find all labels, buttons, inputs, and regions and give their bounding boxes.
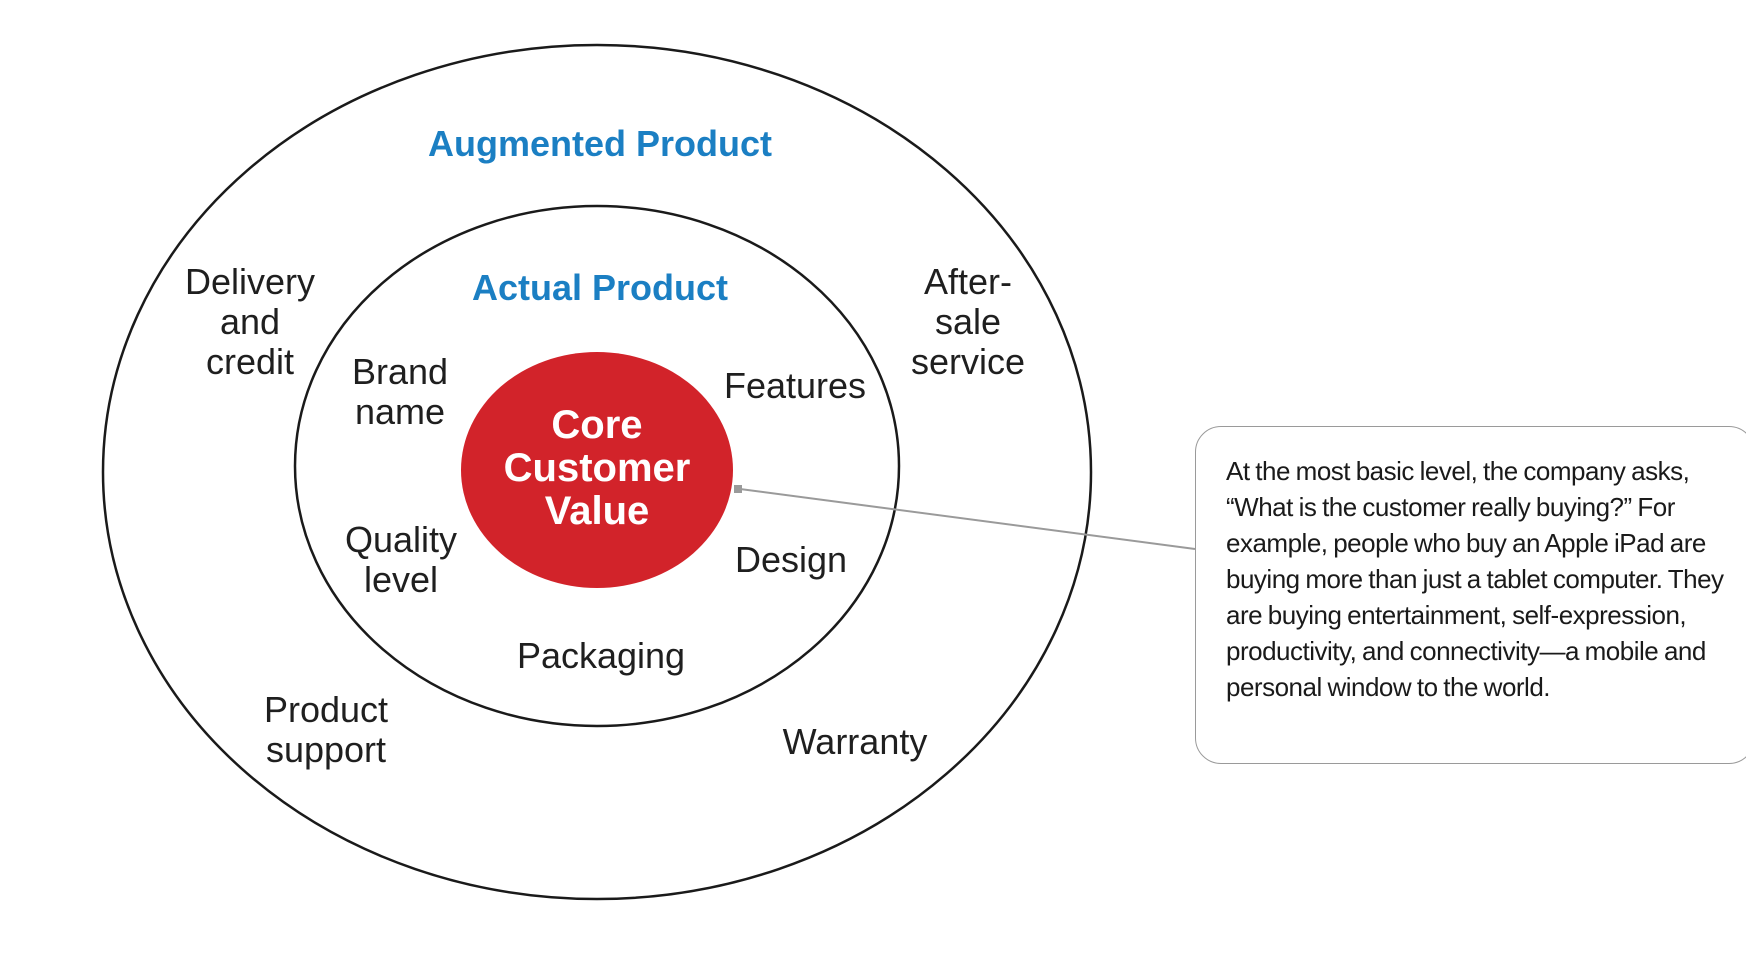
label-packaging: Packaging [516, 635, 686, 676]
actual-product-title: Actual Product [471, 267, 729, 308]
callout-box: At the most basic level, the company ask… [1195, 426, 1746, 764]
augmented-product-title: Augmented Product [427, 123, 772, 164]
actual-product-ring [293, 204, 901, 728]
callout-text: At the most basic level, the company ask… [1226, 456, 1724, 702]
label-product-support: Product support [263, 689, 389, 770]
callout-connector [739, 488, 1196, 550]
core-customer-value-circle [461, 352, 733, 588]
label-design: Design [734, 539, 848, 580]
connector-anchor [734, 485, 742, 493]
label-quality-level: Quality level [344, 519, 458, 600]
label-features: Features [723, 365, 867, 406]
core-customer-value-label: Core Customer Value [503, 403, 691, 533]
label-warranty: Warranty [782, 721, 928, 762]
augmented-product-ring [101, 43, 1093, 901]
label-brand-name: Brand name [351, 351, 449, 432]
label-delivery-and-credit: Delivery and credit [184, 261, 316, 382]
label-after-sale-service: After- sale service [910, 261, 1026, 382]
